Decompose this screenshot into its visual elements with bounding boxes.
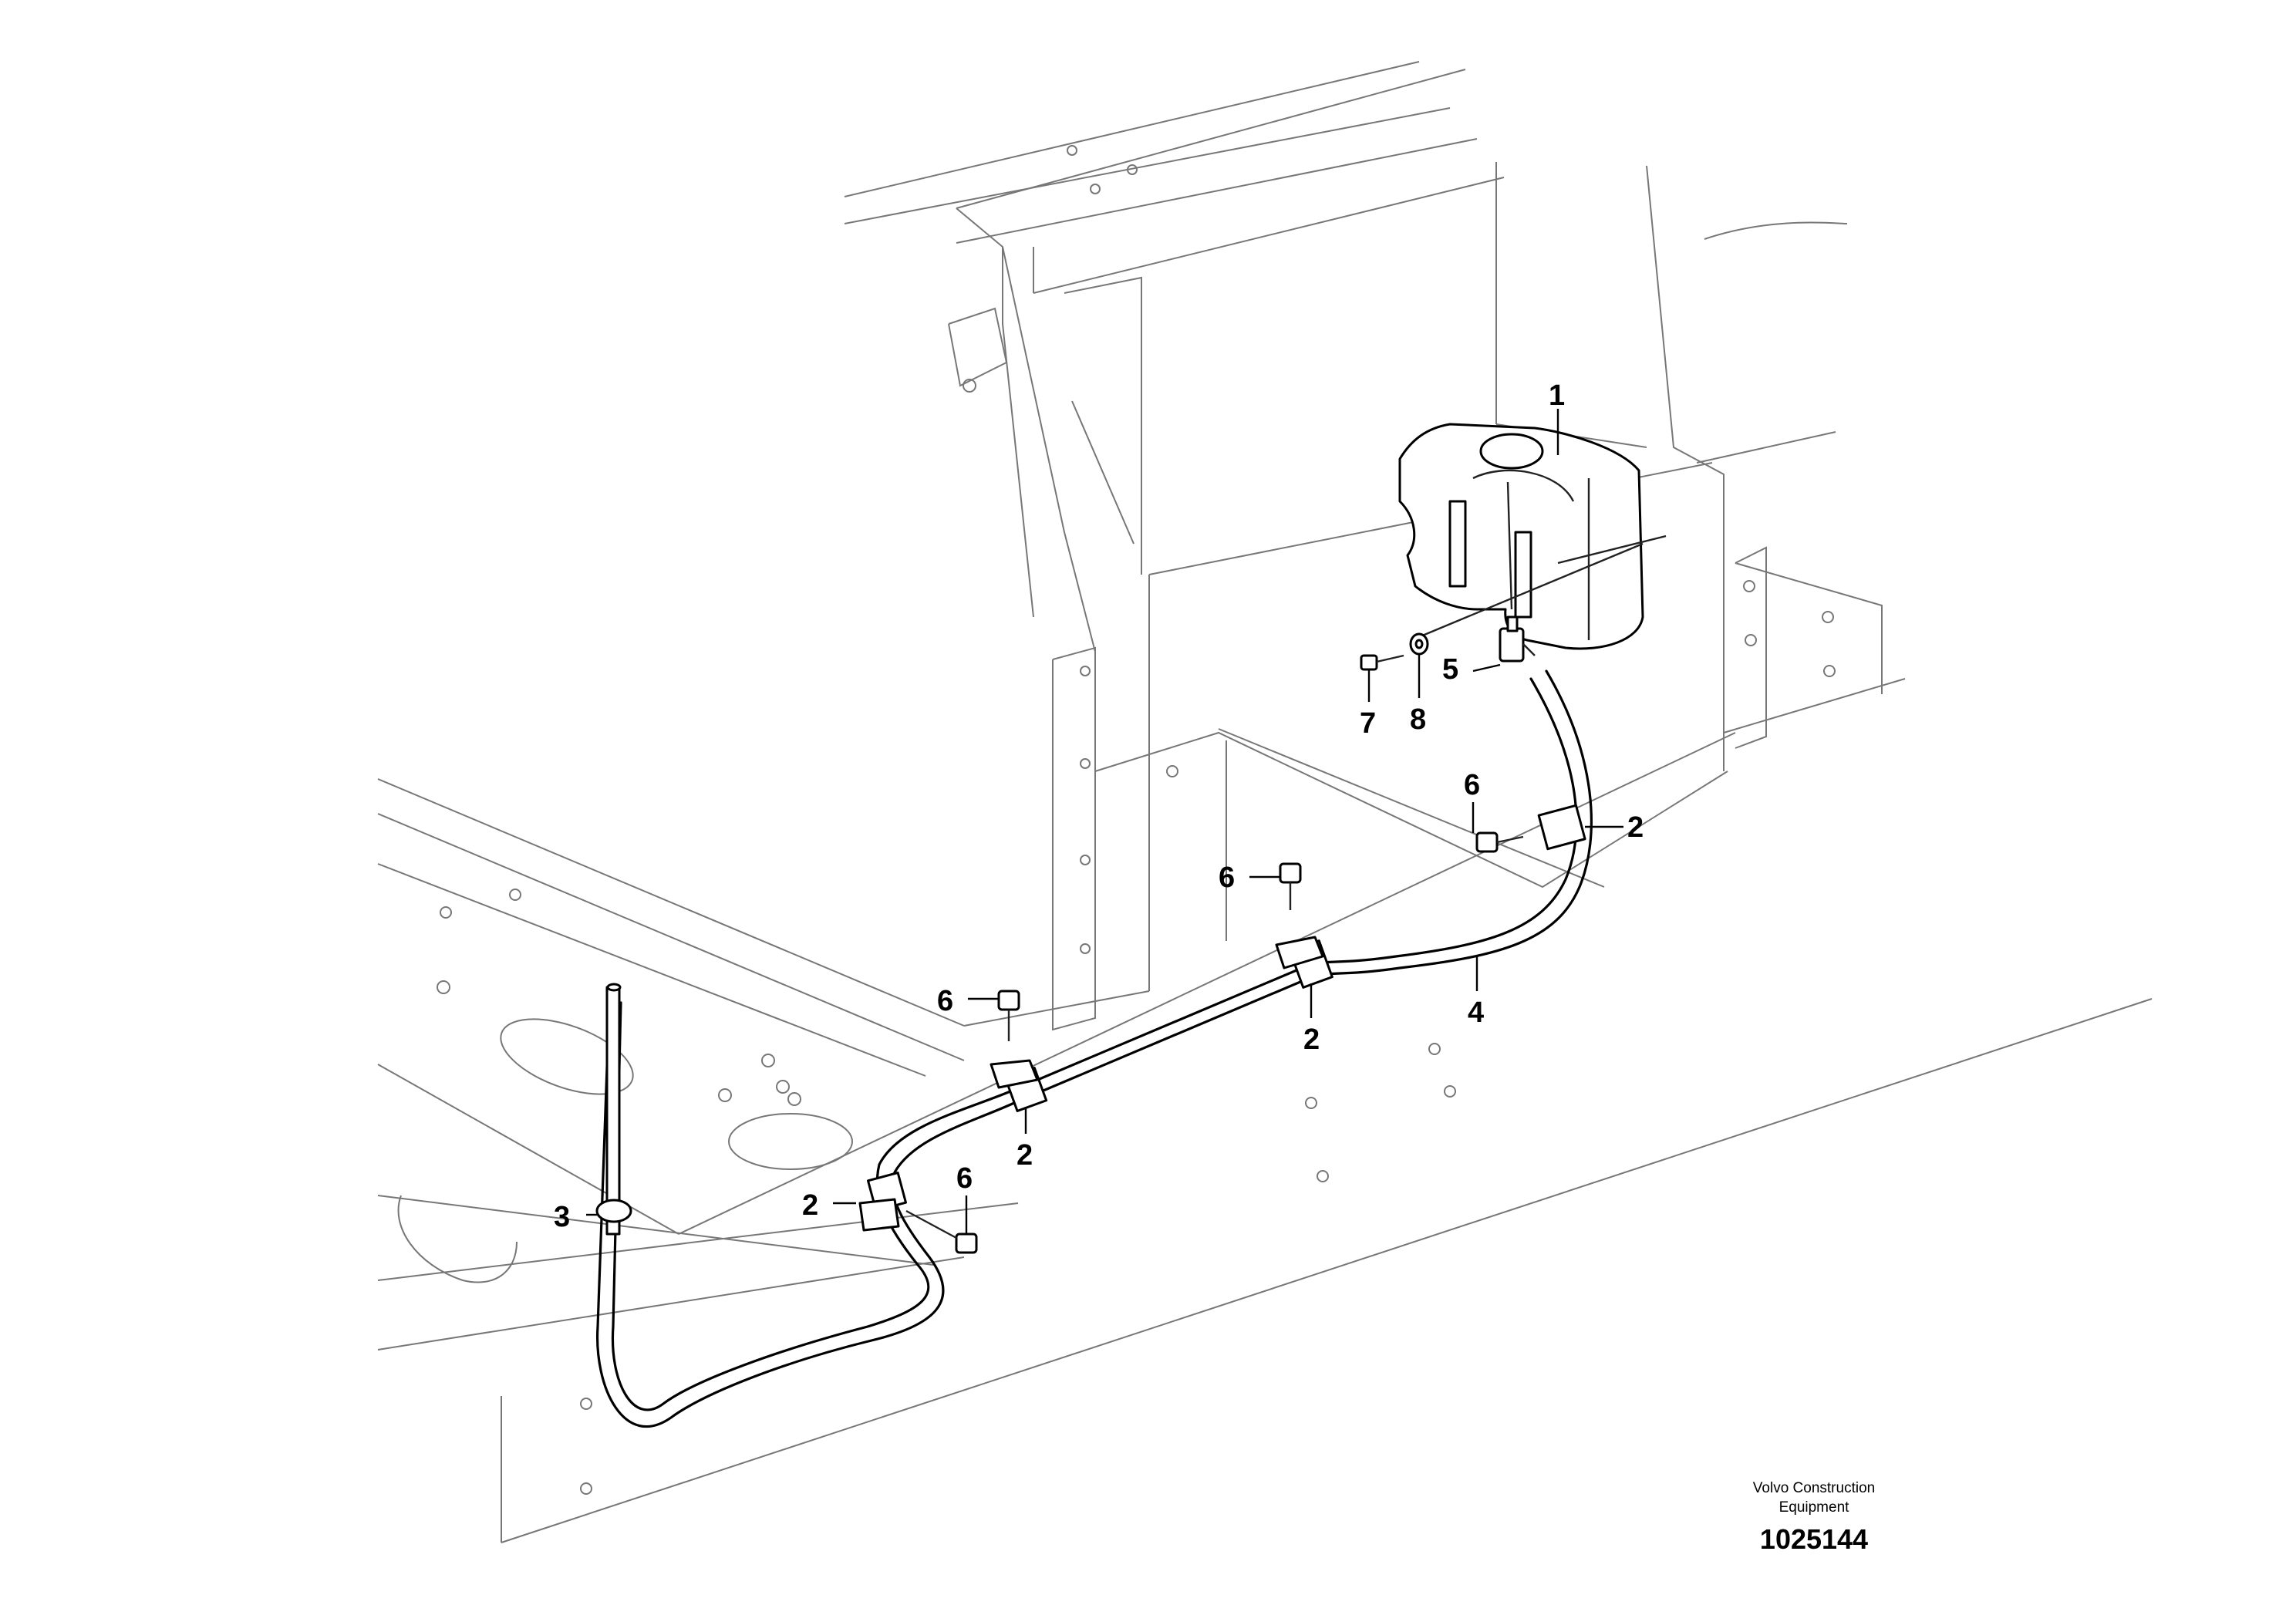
callout-6-screw-left: 6	[937, 985, 953, 1017]
screw-1	[1475, 831, 1524, 853]
callout-6-screw-mid: 6	[1219, 862, 1235, 894]
callout-1-tank: 1	[1549, 379, 1565, 412]
callout-6-screw-right: 6	[1464, 769, 1480, 801]
leader-lines	[586, 409, 1623, 1234]
nozzle-hose-end	[595, 983, 632, 1236]
callout-2-clamp-right: 2	[1627, 811, 1644, 844]
clamp-3	[990, 1059, 1048, 1112]
callout-8-washer: 8	[1410, 703, 1426, 736]
document-number: 1025144	[1760, 1523, 1868, 1555]
callout-labels: 1 2 2 2 2 3 4 5 6 6 6 6 7 8	[554, 379, 1644, 1233]
screw-2	[1279, 862, 1302, 910]
callout-4-hose: 4	[1468, 996, 1484, 1029]
washer-8	[1409, 632, 1429, 656]
screw-4	[905, 1209, 978, 1254]
callout-2-clamp-left: 2	[1017, 1139, 1033, 1172]
credit-line-1: Volvo Construction	[1753, 1480, 1875, 1496]
washer-tank	[1398, 423, 1667, 650]
connector-5	[1499, 615, 1536, 663]
clamp-2	[1275, 936, 1333, 989]
clamp-4	[858, 1172, 907, 1232]
callout-5-connector: 5	[1442, 653, 1458, 686]
callout-3-nozzle-hose: 3	[554, 1201, 570, 1233]
callout-6-screw-lower: 6	[956, 1162, 973, 1195]
credit-line-2: Equipment	[1779, 1499, 1850, 1516]
clamp-1	[1537, 804, 1586, 851]
callout-2-clamp-mid: 2	[1303, 1023, 1320, 1056]
callout-2-clamp-lower: 2	[802, 1189, 818, 1222]
screw-3	[997, 990, 1020, 1041]
bolt-7	[1360, 654, 1404, 671]
credit-block: Volvo Construction Equipment 1025144	[1753, 1480, 1875, 1555]
callout-7-bolt: 7	[1360, 707, 1376, 740]
washer-hose	[595, 669, 1593, 1428]
machine-frame	[377, 61, 2153, 1543]
